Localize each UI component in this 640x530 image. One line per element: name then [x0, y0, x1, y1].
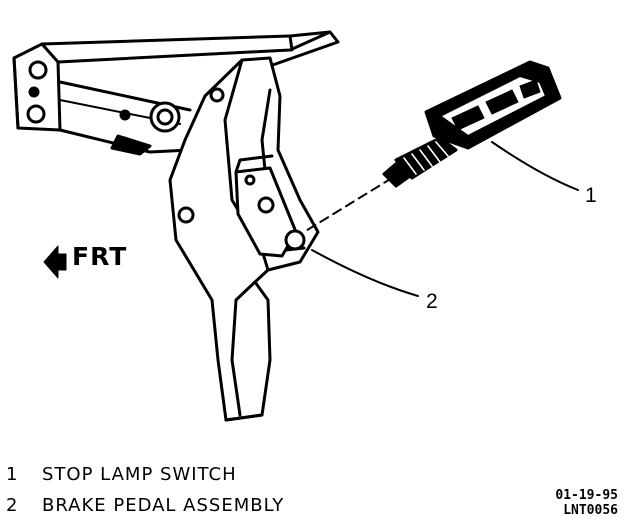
legend-number: 2: [6, 495, 19, 516]
legend-item: 1 STOP LAMP SWITCH: [6, 459, 284, 490]
date-code: 01-19-95: [555, 488, 618, 503]
legend-part-name: STOP LAMP SWITCH: [42, 464, 237, 485]
pedal-contact-pad: [284, 229, 306, 252]
front-direction-indicator: FRT: [40, 242, 127, 271]
mounting-bracket: [12, 30, 340, 156]
leader-line-2: [311, 249, 419, 297]
front-arrow-icon: [43, 245, 67, 279]
front-direction-label: FRT: [72, 242, 128, 271]
parts-legend: 1 STOP LAMP SWITCH 2 BRAKE PEDAL ASSEMBL…: [6, 459, 284, 521]
figure-code: 01-19-95 LNT0056: [555, 488, 618, 518]
legend-item: 2 BRAKE PEDAL ASSEMBLY: [6, 490, 284, 521]
figure-id: LNT0056: [563, 503, 618, 518]
callout-number-1: 1: [585, 184, 597, 207]
stop-lamp-switch: [382, 60, 562, 188]
alignment-line: [303, 177, 393, 233]
legend-number: 1: [6, 464, 19, 485]
callout-number-2: 2: [426, 290, 438, 313]
leader-line-1: [491, 141, 579, 191]
switch-bracket: [234, 154, 298, 258]
legend-part-name: BRAKE PEDAL ASSEMBLY: [42, 495, 285, 516]
brake-pedal-diagram: [12, 30, 579, 422]
